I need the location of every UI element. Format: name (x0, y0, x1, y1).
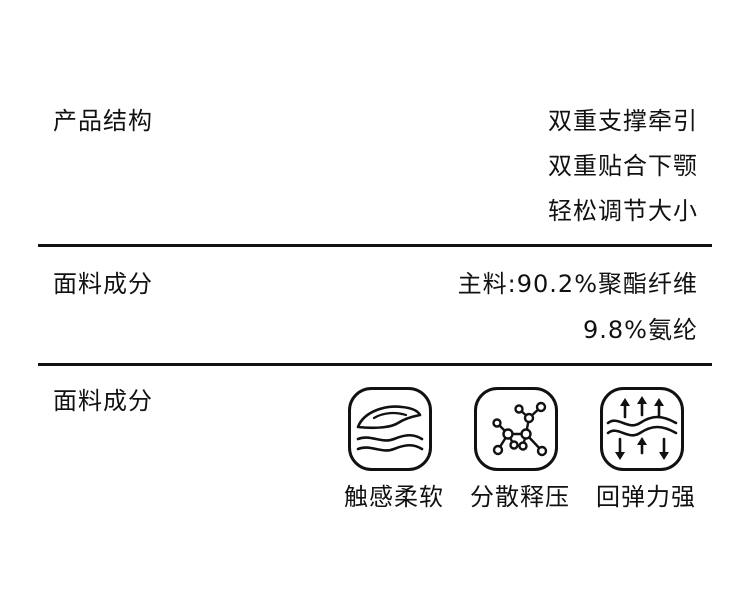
section-label-features: 面料成分 (53, 387, 153, 415)
structure-value-3: 轻松调节大小 (548, 197, 698, 225)
section-label-structure: 产品结构 (53, 107, 153, 135)
feature-label: 触感柔软 (344, 483, 444, 511)
structure-value-2: 双重贴合下颚 (548, 152, 698, 180)
section-divider-2 (38, 363, 712, 366)
section-label-fabric: 面料成分 (53, 270, 153, 298)
rebound-icon (600, 387, 684, 471)
structure-value-1: 双重支撑牵引 (548, 107, 698, 135)
fabric-value-2: 9.8%氨纶 (583, 316, 698, 344)
soft-touch-icon (348, 387, 432, 471)
heat-dispersion-icon (474, 387, 558, 471)
section-divider-1 (38, 244, 712, 247)
fabric-value-1: 主料:90.2%聚酯纤维 (457, 270, 698, 298)
feature-label: 分散释压 (470, 483, 570, 511)
feature-label: 回弹力强 (596, 483, 696, 511)
